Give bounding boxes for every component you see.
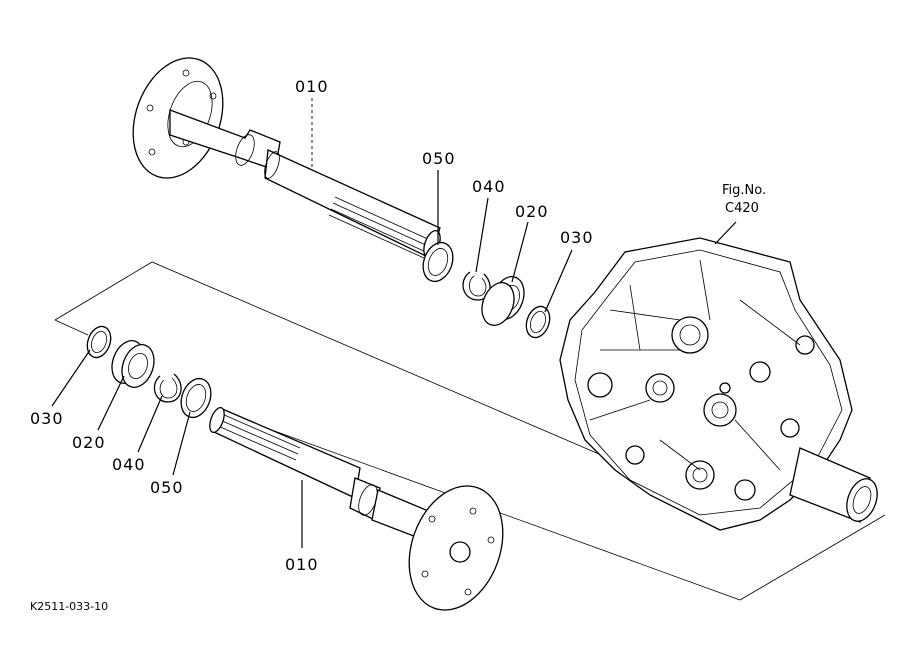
upper-axle-shaft — [132, 57, 441, 259]
leader-lines — [51, 98, 737, 548]
label-upper-snap-ring: 040 — [472, 177, 506, 196]
label-upper-shaft: 010 — [295, 77, 329, 96]
lower-circlip — [86, 325, 112, 359]
figure-ref-line2: C420 — [725, 201, 759, 216]
figure-ref-line1: Fig.No. — [722, 183, 766, 198]
upper-oil-seal — [422, 241, 454, 283]
label-lower-seal: 050 — [150, 478, 184, 497]
upper-snap-ring — [462, 271, 491, 301]
upper-bearing — [481, 276, 525, 326]
lower-bearing — [111, 340, 155, 388]
label-upper-seal: 050 — [422, 149, 456, 168]
transmission-housing — [559, 237, 878, 531]
label-lower-snap-ring: 040 — [112, 455, 146, 474]
drawing-code: K2511-033-10 — [30, 600, 108, 613]
lower-oil-seal — [180, 377, 212, 419]
lower-snap-ring — [153, 373, 182, 403]
part-labels: 010 050 040 020 030 030 020 040 050 010 … — [30, 77, 766, 613]
label-upper-circlip: 030 — [560, 228, 594, 247]
label-upper-bearing: 020 — [515, 202, 549, 221]
upper-circlip — [525, 305, 551, 339]
lower-axle-shaft — [209, 406, 504, 611]
label-lower-circlip: 030 — [30, 409, 64, 428]
label-lower-bearing: 020 — [72, 433, 106, 452]
label-lower-shaft: 010 — [285, 555, 319, 574]
